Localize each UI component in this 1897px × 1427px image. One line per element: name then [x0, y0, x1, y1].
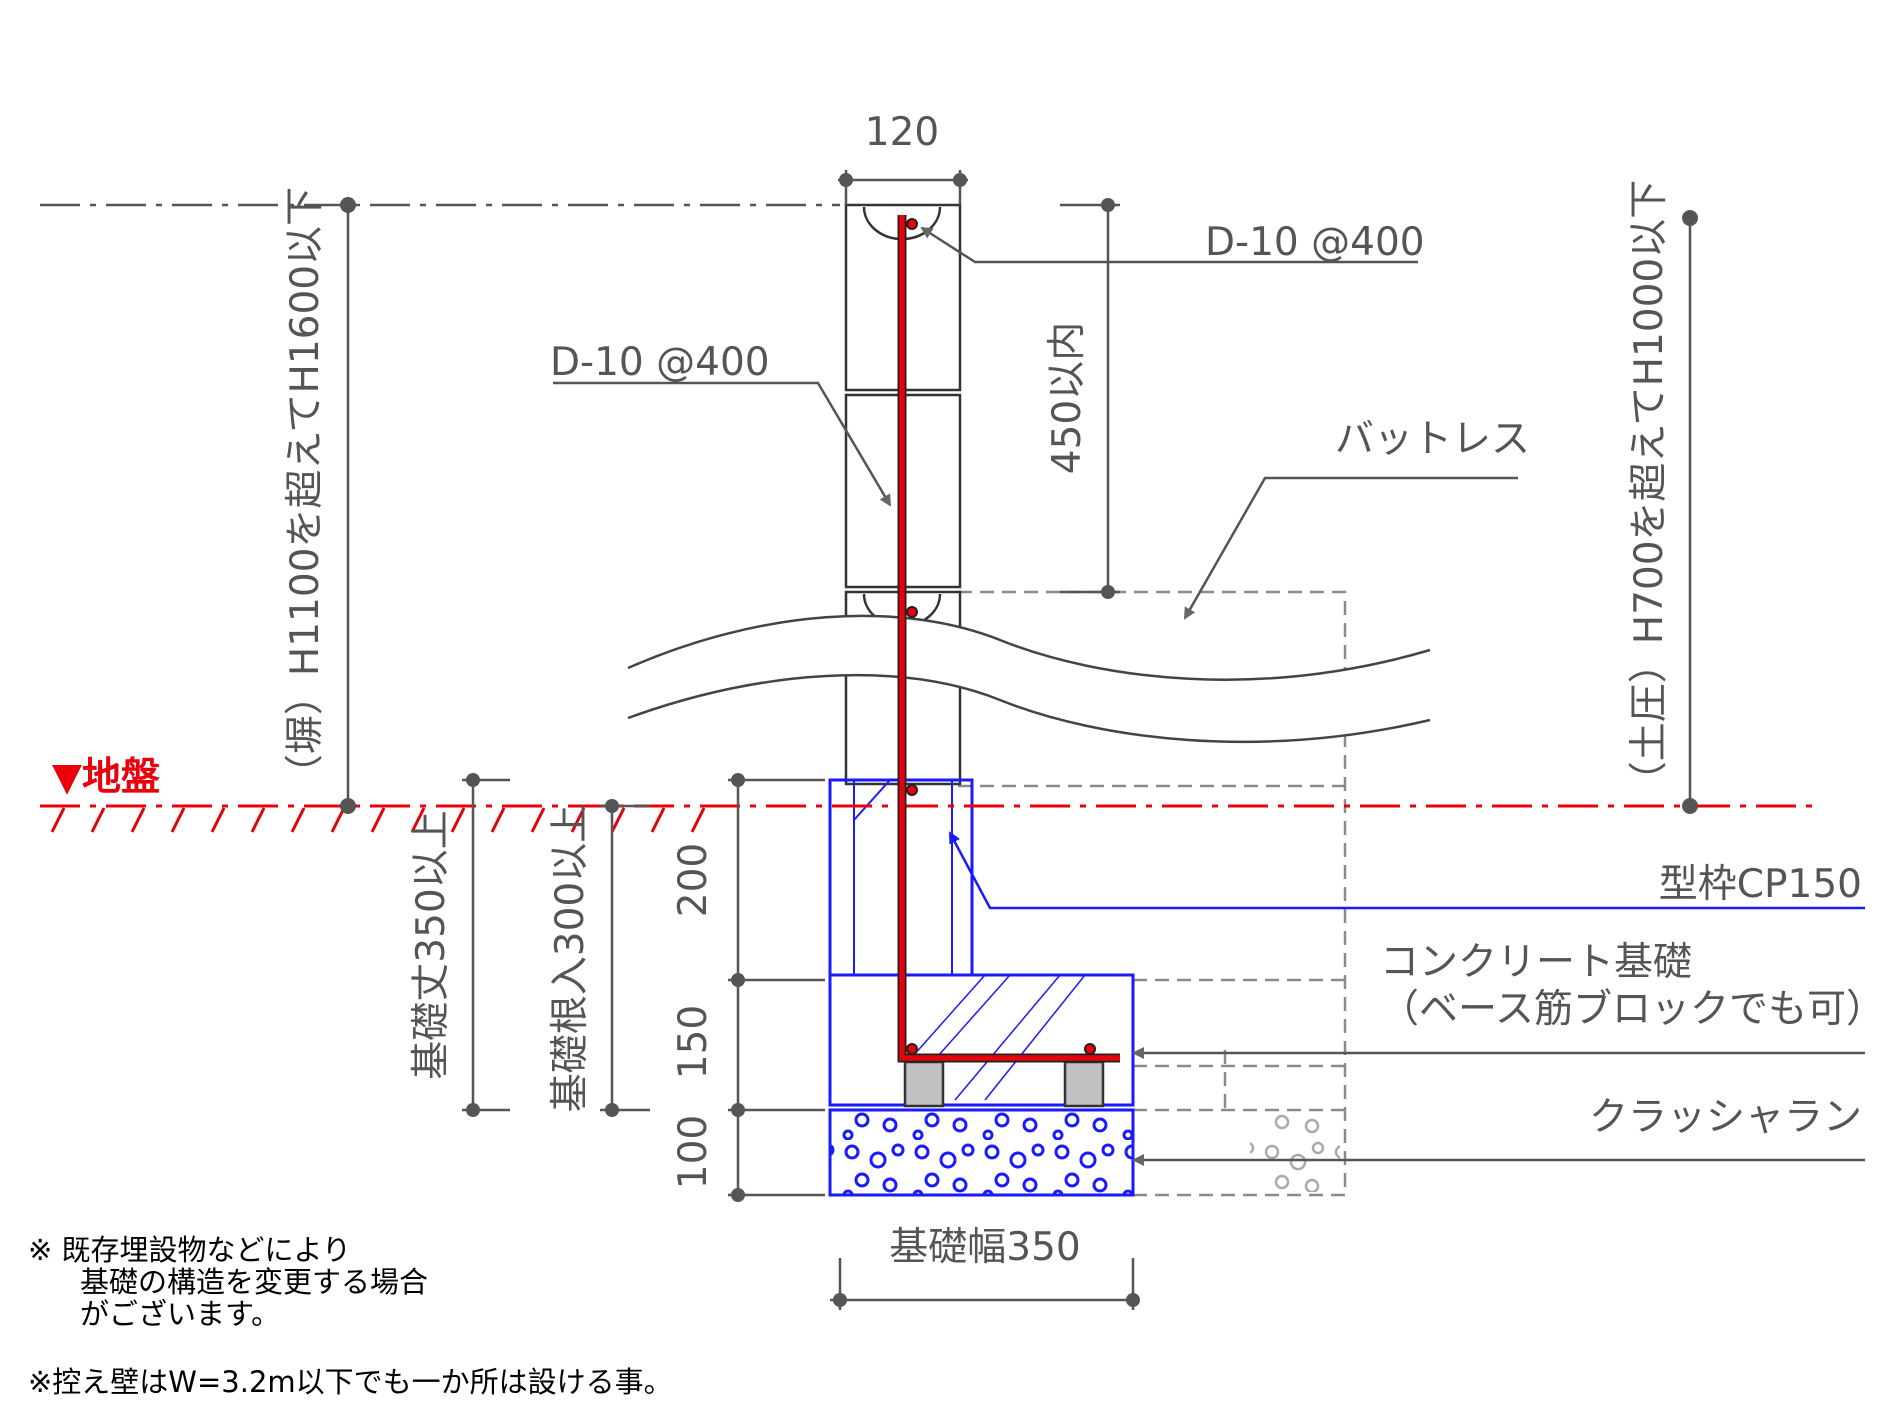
- note1-line3: がございます。: [80, 1297, 280, 1331]
- buttress-outline: [958, 590, 1347, 1197]
- label-base-width: 基礎幅350: [889, 1225, 1080, 1270]
- spacer-block-right: [1063, 1060, 1105, 1108]
- break-line: [627, 614, 1431, 744]
- dim-base-width: [830, 1258, 1140, 1310]
- dim-spacing: [1060, 198, 1120, 599]
- dim-layers: [728, 773, 825, 1202]
- ground-line: [40, 804, 1815, 833]
- label-height-right: （土圧）H700を超えてH1000以下: [1627, 180, 1672, 800]
- note1-line1: ※ 既存埋設物などにより: [28, 1233, 351, 1267]
- label-ground: ▼地盤: [52, 755, 160, 800]
- note1-line2: 基礎の構造を変更する場合: [80, 1265, 428, 1299]
- label-spacing: 450以内: [1045, 322, 1090, 474]
- dim-top-width: [838, 170, 968, 205]
- leaders: [553, 226, 1865, 1166]
- label-dim-200: 200: [671, 843, 716, 917]
- label-formwork: 型枠CP150: [1659, 862, 1862, 907]
- label-dim-100: 100: [671, 1115, 716, 1189]
- label-dim-150: 150: [671, 1005, 716, 1079]
- label-crusher-run: クラッシャラン: [1589, 1095, 1862, 1140]
- label-rebar-top: D-10 @400: [1205, 220, 1425, 265]
- label-top-width: 120: [865, 110, 939, 155]
- spacer-block-left: [903, 1060, 945, 1108]
- label-depth-total: 基礎丈350以上: [409, 810, 454, 1079]
- label-buttress: バットレス: [1335, 417, 1530, 462]
- rebar: [897, 215, 1120, 1063]
- note2: ※控え壁はW=3.2m以下でも一か所は設ける事。: [28, 1365, 673, 1399]
- dim-depth-total: [462, 773, 510, 1117]
- label-embed-depth: 基礎根入300以上: [548, 804, 593, 1112]
- dim-height-left: [340, 197, 356, 814]
- dim-height-right: [1682, 210, 1698, 814]
- dim-embed-depth: [600, 799, 650, 1117]
- crusher-run-layer: [828, 1108, 1135, 1197]
- label-foundation-line2: （ベース筋ブロックでも可）: [1380, 987, 1885, 1032]
- label-rebar-mid: D-10 @400: [550, 340, 770, 385]
- concrete-foundation: [828, 778, 1135, 1197]
- label-foundation-line1: コンクリート基礎: [1380, 940, 1692, 985]
- label-height-left: （塀）H1100を超えてH1600以下: [283, 187, 328, 793]
